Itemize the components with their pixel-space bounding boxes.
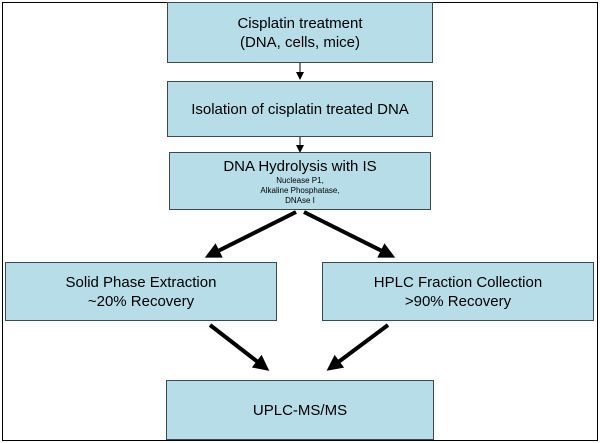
step-uplc-ms-ms-label: UPLC-MS/MS (252, 401, 348, 419)
step-dna-isolation-label: Isolation of cisplatin treated DNA (191, 100, 409, 118)
step-dna-hydrolysis: DNA Hydrolysis with IS Nuclease P1, Alka… (169, 152, 431, 210)
step-cisplatin-treatment: Cisplatin treatment (DNA, cells, mice) (167, 2, 433, 63)
step-cisplatin-treatment-line2: (DNA, cells, mice) (239, 33, 360, 51)
step-hplc-fraction-collection: HPLC Fraction Collection >90% Recovery (322, 262, 594, 321)
step-solid-phase-extraction-line1: Solid Phase Extraction (65, 273, 217, 291)
step-hplc-fraction-collection-line2: >90% Recovery (404, 292, 512, 310)
enzyme-nuclease-p1: Nuclease P1, (276, 175, 324, 185)
step-cisplatin-treatment-line1: Cisplatin treatment (237, 14, 363, 32)
enzyme-alkaline-phosphatase: Alkaline Phosphatase, (260, 185, 340, 195)
step-dna-hydrolysis-title: DNA Hydrolysis with IS (223, 157, 377, 175)
step-dna-isolation: Isolation of cisplatin treated DNA (167, 81, 433, 137)
step-uplc-ms-ms: UPLC-MS/MS (166, 380, 434, 440)
arrow-spe-to-uplc (208, 323, 270, 371)
arrow-hydrolysis-to-spe (204, 210, 297, 258)
step-solid-phase-extraction: Solid Phase Extraction ~20% Recovery (5, 262, 277, 321)
step-solid-phase-extraction-line2: ~20% Recovery (87, 292, 195, 310)
step-hplc-fraction-collection-line1: HPLC Fraction Collection (373, 273, 543, 291)
arrow-hydrolysis-to-hplc (303, 210, 396, 258)
arrow-hplc-to-uplc (326, 323, 390, 371)
enzyme-dnase-i: DNAse I (285, 195, 315, 205)
